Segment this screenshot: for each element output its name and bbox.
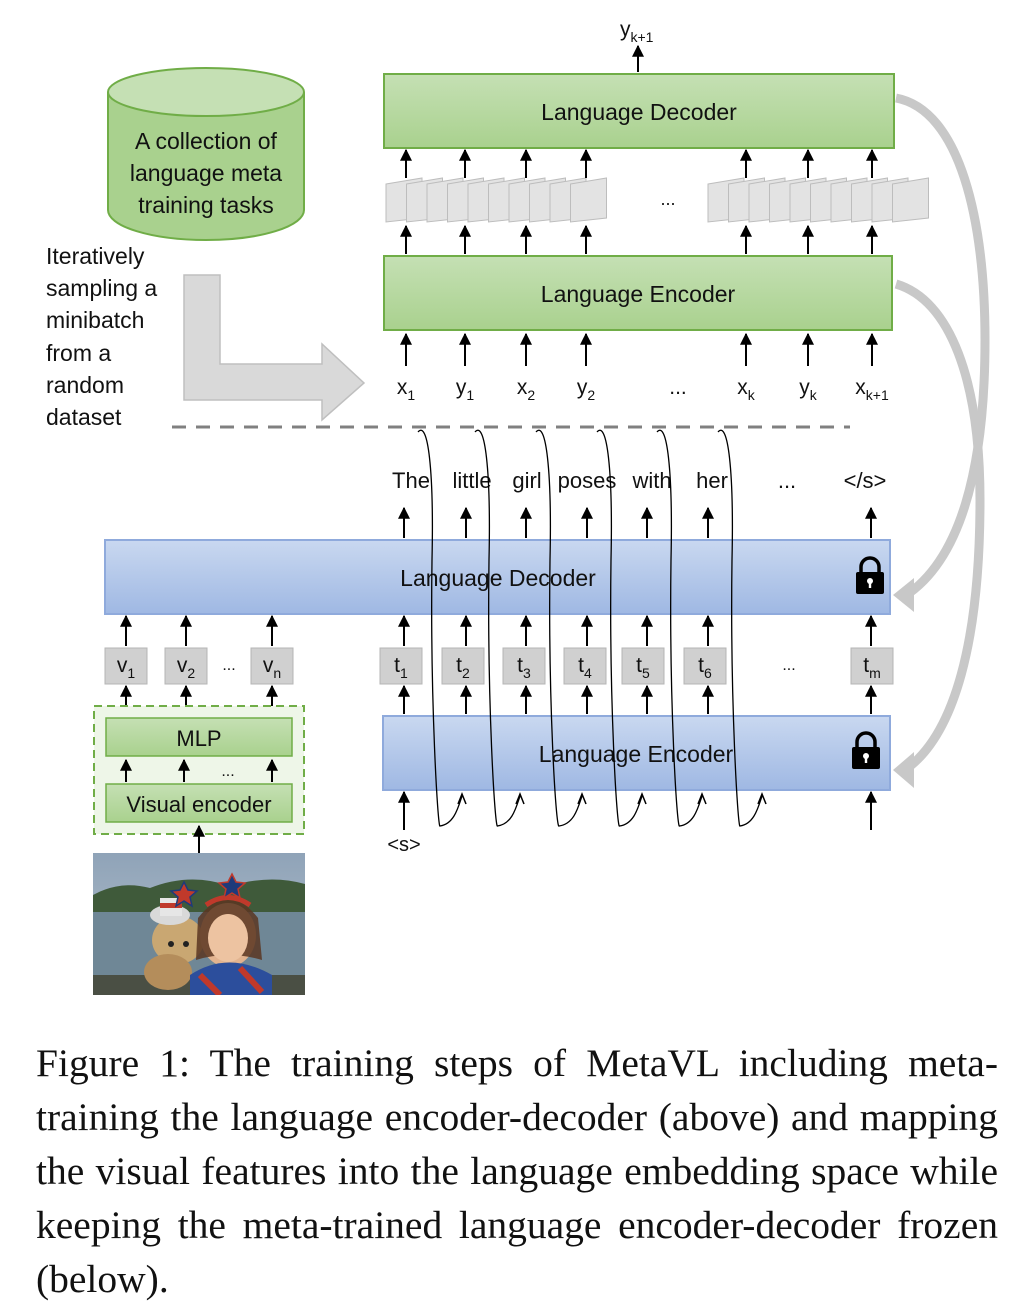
figure-caption: Figure 1: The training steps of MetaVL i… — [36, 1041, 998, 1301]
sampling-description: Iteratively sampling a minibatch from a … — [46, 243, 157, 430]
sampling-line-1: Iteratively — [46, 243, 145, 269]
sampling-arrow — [183, 274, 366, 422]
text-token-box — [683, 647, 727, 685]
encoder-feature-stacks — [385, 177, 929, 223]
frozen-decoder-label: Language Decoder — [400, 565, 596, 591]
transfer-arrows — [893, 93, 990, 788]
text-token: t3 — [517, 654, 531, 681]
text-token: t6 — [698, 654, 712, 681]
sampling-line-5: random — [46, 372, 124, 398]
output-word: The — [392, 468, 430, 493]
task-collection-database: A collection of language meta training t… — [107, 67, 305, 241]
text-token: t5 — [636, 654, 650, 681]
feature-card — [892, 177, 929, 223]
mlp-ellipsis: ... — [221, 763, 234, 780]
loop-arrow-head — [577, 791, 587, 805]
svg-text:yk+1: yk+1 — [620, 18, 654, 45]
visual-token: v2 — [177, 654, 196, 681]
meta-input-token: yk — [799, 376, 818, 403]
visual-token-box — [250, 647, 294, 685]
meta-arrows — [400, 148, 878, 366]
collection-label-line-2: language meta — [130, 160, 282, 186]
mlp-label: MLP — [176, 726, 221, 751]
frozen-language-decoder: Language Decoder — [104, 539, 891, 615]
output-word: poses — [558, 468, 617, 493]
text-token: t1 — [394, 654, 408, 681]
frozen-language-encoder: Language Encoder — [382, 715, 891, 791]
autoregressive-loop-arrows — [417, 429, 767, 827]
input-photo — [93, 853, 305, 995]
feature-card — [570, 177, 607, 223]
visual-token-box — [104, 647, 148, 685]
meta-input-token: x2 — [517, 376, 536, 403]
top-output-token: yk+1 — [620, 18, 654, 72]
sampling-line-2: sampling a — [46, 275, 157, 301]
token-row: v1 v2... vn t1 t2 t3 t4 t5 t6... tm — [104, 647, 894, 685]
meta-encoder-label: Language Encoder — [541, 281, 736, 307]
meta-inputs: x1 y1 x2 y2... xk yk xk+1 — [397, 376, 889, 403]
text-token-box — [621, 647, 665, 685]
lock-icon — [856, 556, 884, 594]
mlp-box — [105, 717, 293, 757]
loop-arrow-head — [757, 791, 767, 805]
meta-input-token: ... — [669, 376, 687, 399]
visual-token: vn — [263, 654, 281, 681]
meta-input-token: xk — [737, 376, 756, 403]
meta-input-token: x1 — [397, 376, 416, 403]
feature-ellipsis: ... — [660, 189, 675, 209]
meta-input-token: xk+1 — [855, 376, 889, 403]
output-word: girl — [512, 468, 541, 493]
loop-arrow-head — [457, 791, 467, 805]
visual-encoder-box — [105, 783, 293, 823]
top-output-sub: k+1 — [631, 29, 654, 45]
visual-token: v1 — [117, 654, 136, 681]
loop-arrow — [417, 429, 463, 827]
loop-arrow-head — [515, 791, 525, 805]
sampling-line-4: from a — [46, 340, 111, 366]
loop-arrow — [717, 429, 763, 827]
visual-branch: MLP Visual encoder ... — [93, 705, 305, 856]
loop-arrow — [656, 429, 703, 827]
metavl-diagram: A collection of language meta training t… — [46, 18, 990, 995]
visual-encoder-label: Visual encoder — [126, 792, 271, 817]
visual-token-box — [164, 647, 208, 685]
loop-arrow — [596, 429, 643, 827]
output-word: with — [631, 468, 671, 493]
output-word: little — [452, 468, 491, 493]
text-token: tm — [863, 654, 881, 681]
meta-language-decoder: Language Decoder — [383, 73, 895, 149]
output-word: ... — [778, 468, 796, 493]
token-ellipsis: ... — [782, 657, 795, 674]
loop-arrow — [474, 429, 521, 827]
text-token-box — [502, 647, 546, 685]
sampling-line-3: minibatch — [46, 307, 144, 333]
meta-input-token: y2 — [577, 376, 596, 403]
text-token: t4 — [578, 654, 592, 681]
meta-language-encoder: Language Encoder — [383, 255, 893, 331]
top-output-base: y — [620, 18, 631, 41]
lock-icon — [852, 731, 880, 769]
sampling-line-6: dataset — [46, 404, 122, 430]
meta-input-token: y1 — [456, 376, 475, 403]
start-token: <s> — [387, 834, 420, 856]
text-token-box — [563, 647, 607, 685]
output-word: her — [696, 468, 728, 493]
frozen-encoder-label: Language Encoder — [539, 741, 734, 767]
loop-arrow-head — [637, 791, 647, 805]
collection-label-line-1: A collection of — [135, 128, 278, 154]
loop-arrow — [535, 429, 583, 827]
loop-arrow-head — [697, 791, 707, 805]
text-token-box — [441, 647, 485, 685]
token-ellipsis: ... — [222, 657, 235, 674]
output-word: </s> — [844, 468, 887, 493]
text-token: t2 — [456, 654, 470, 681]
text-token-box — [850, 647, 894, 685]
meta-decoder-label: Language Decoder — [541, 99, 737, 125]
collection-label-line-3: training tasks — [138, 192, 274, 218]
text-token-box — [379, 647, 423, 685]
